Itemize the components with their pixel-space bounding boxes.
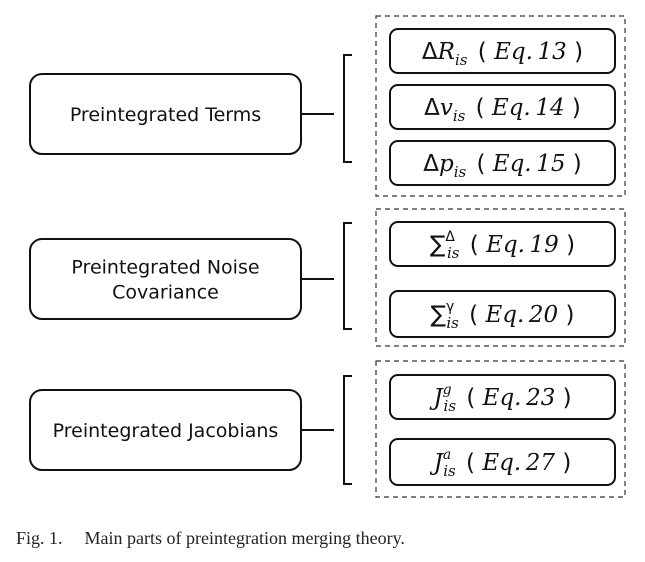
dashed-group-frame (375, 208, 626, 347)
bracket (343, 375, 352, 485)
figure-number: Fig. 1. (16, 528, 63, 548)
category-label: Preintegrated Jacobians (53, 420, 279, 442)
equation-box (389, 84, 616, 130)
bracket (343, 222, 352, 330)
bracket (343, 54, 352, 163)
equation-label: ΔRis ( Eq. 13 ) (422, 39, 583, 69)
equation-box (389, 438, 616, 486)
diagram: Preintegrated Terms ΔRis ( Eq. 13 ) Δvis (… (29, 15, 626, 498)
equation-box (389, 28, 616, 74)
category-box (29, 238, 302, 320)
equation-box (389, 290, 616, 338)
equation-box (389, 221, 616, 267)
caption-text: Main parts of preintegration merging the… (84, 528, 405, 548)
dashed-group-frame (375, 360, 626, 498)
category-label: Preintegrated Terms (70, 104, 261, 126)
dashed-group-frame (375, 15, 626, 197)
equation-box (389, 140, 616, 186)
equation-label: Δvis ( Eq. 14 ) (424, 95, 581, 125)
figure-caption: Fig. 1. Main parts of preintegration merg… (16, 528, 405, 549)
equation-label: Δpis ( Eq. 15 ) (423, 151, 582, 181)
equation-box (389, 374, 616, 420)
group-1: Preintegrated Terms ΔRis ( Eq. 13 ) Δvis (… (29, 15, 626, 197)
